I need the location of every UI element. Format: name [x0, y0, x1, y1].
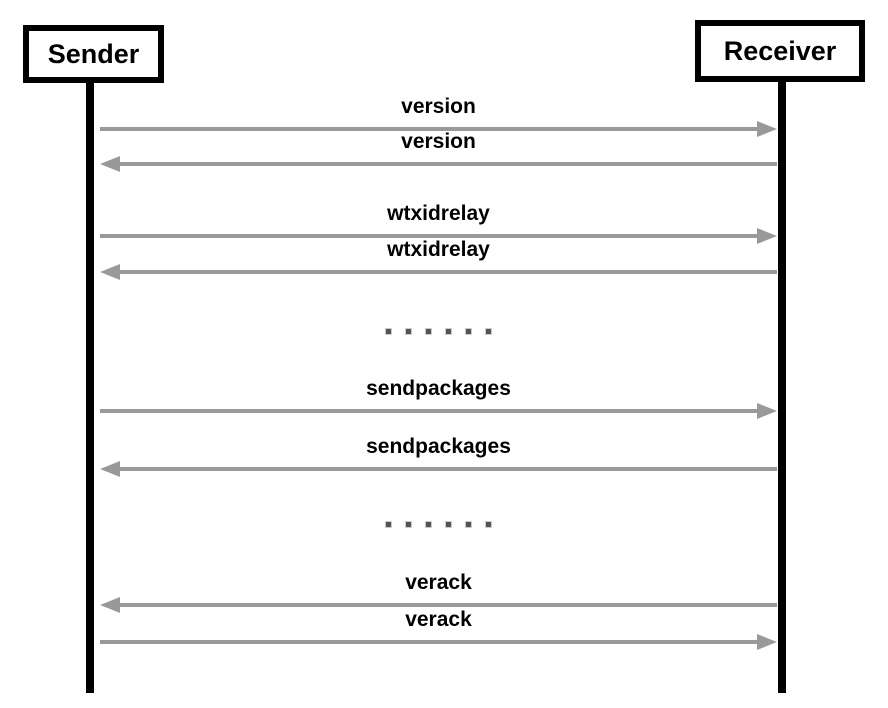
arrow-right-icon	[100, 228, 777, 244]
message-row-version-right: version	[100, 93, 777, 137]
actor-box-sender: Sender	[23, 25, 164, 83]
arrow-head-icon	[100, 461, 120, 477]
ellipsis-dots	[100, 328, 777, 335]
arrow-shaft	[100, 127, 760, 131]
dot-icon	[385, 521, 392, 528]
arrow-shaft	[117, 467, 777, 471]
message-label: sendpackages	[366, 377, 511, 400]
arrow-head-icon	[757, 403, 777, 419]
message-row-sendpackages-right: sendpackages	[100, 375, 777, 419]
dot-icon	[425, 328, 432, 335]
message-label: wtxidrelay	[387, 202, 490, 225]
dot-icon	[405, 521, 412, 528]
arrow-right-icon	[100, 403, 777, 419]
dot-icon	[485, 521, 492, 528]
arrow-right-icon	[100, 121, 777, 137]
arrow-left-icon	[100, 264, 777, 280]
arrow-head-icon	[100, 597, 120, 613]
dot-icon	[485, 328, 492, 335]
arrow-shaft	[100, 409, 760, 413]
message-row-version-left: version	[100, 128, 777, 172]
arrow-shaft	[100, 234, 760, 238]
actor-label-receiver: Receiver	[723, 35, 837, 66]
message-label: wtxidrelay	[387, 238, 490, 261]
arrow-left-icon	[100, 156, 777, 172]
dot-icon	[425, 521, 432, 528]
arrow-head-icon	[100, 264, 120, 280]
message-label: version	[401, 95, 476, 118]
lifeline-receiver	[778, 79, 786, 693]
arrow-head-icon	[757, 121, 777, 137]
actor-label-sender: Sender	[47, 38, 140, 69]
message-row-verack-right: verack	[100, 606, 777, 650]
dot-icon	[445, 521, 452, 528]
message-row-wtxidrelay-left: wtxidrelay	[100, 236, 777, 280]
lifeline-sender	[86, 80, 94, 693]
arrow-left-icon	[100, 597, 777, 613]
arrow-shaft	[100, 640, 760, 644]
arrow-head-icon	[757, 634, 777, 650]
arrow-right-icon	[100, 634, 777, 650]
message-label: version	[401, 130, 476, 153]
actor-box-receiver: Receiver	[695, 20, 865, 82]
message-label: verack	[405, 608, 472, 631]
dot-icon	[445, 328, 452, 335]
message-label: sendpackages	[366, 435, 511, 458]
dot-icon	[465, 521, 472, 528]
arrow-head-icon	[757, 228, 777, 244]
arrow-head-icon	[100, 156, 120, 172]
arrow-shaft	[117, 603, 777, 607]
message-row-wtxidrelay-right: wtxidrelay	[100, 200, 777, 244]
dot-icon	[405, 328, 412, 335]
ellipsis-dots	[100, 521, 777, 528]
arrow-shaft	[117, 162, 777, 166]
arrow-left-icon	[100, 461, 777, 477]
message-label: verack	[405, 571, 472, 594]
dot-icon	[465, 328, 472, 335]
arrow-shaft	[117, 270, 777, 274]
message-row-verack-left: verack	[100, 569, 777, 613]
dot-icon	[385, 328, 392, 335]
message-row-sendpackages-left: sendpackages	[100, 433, 777, 477]
